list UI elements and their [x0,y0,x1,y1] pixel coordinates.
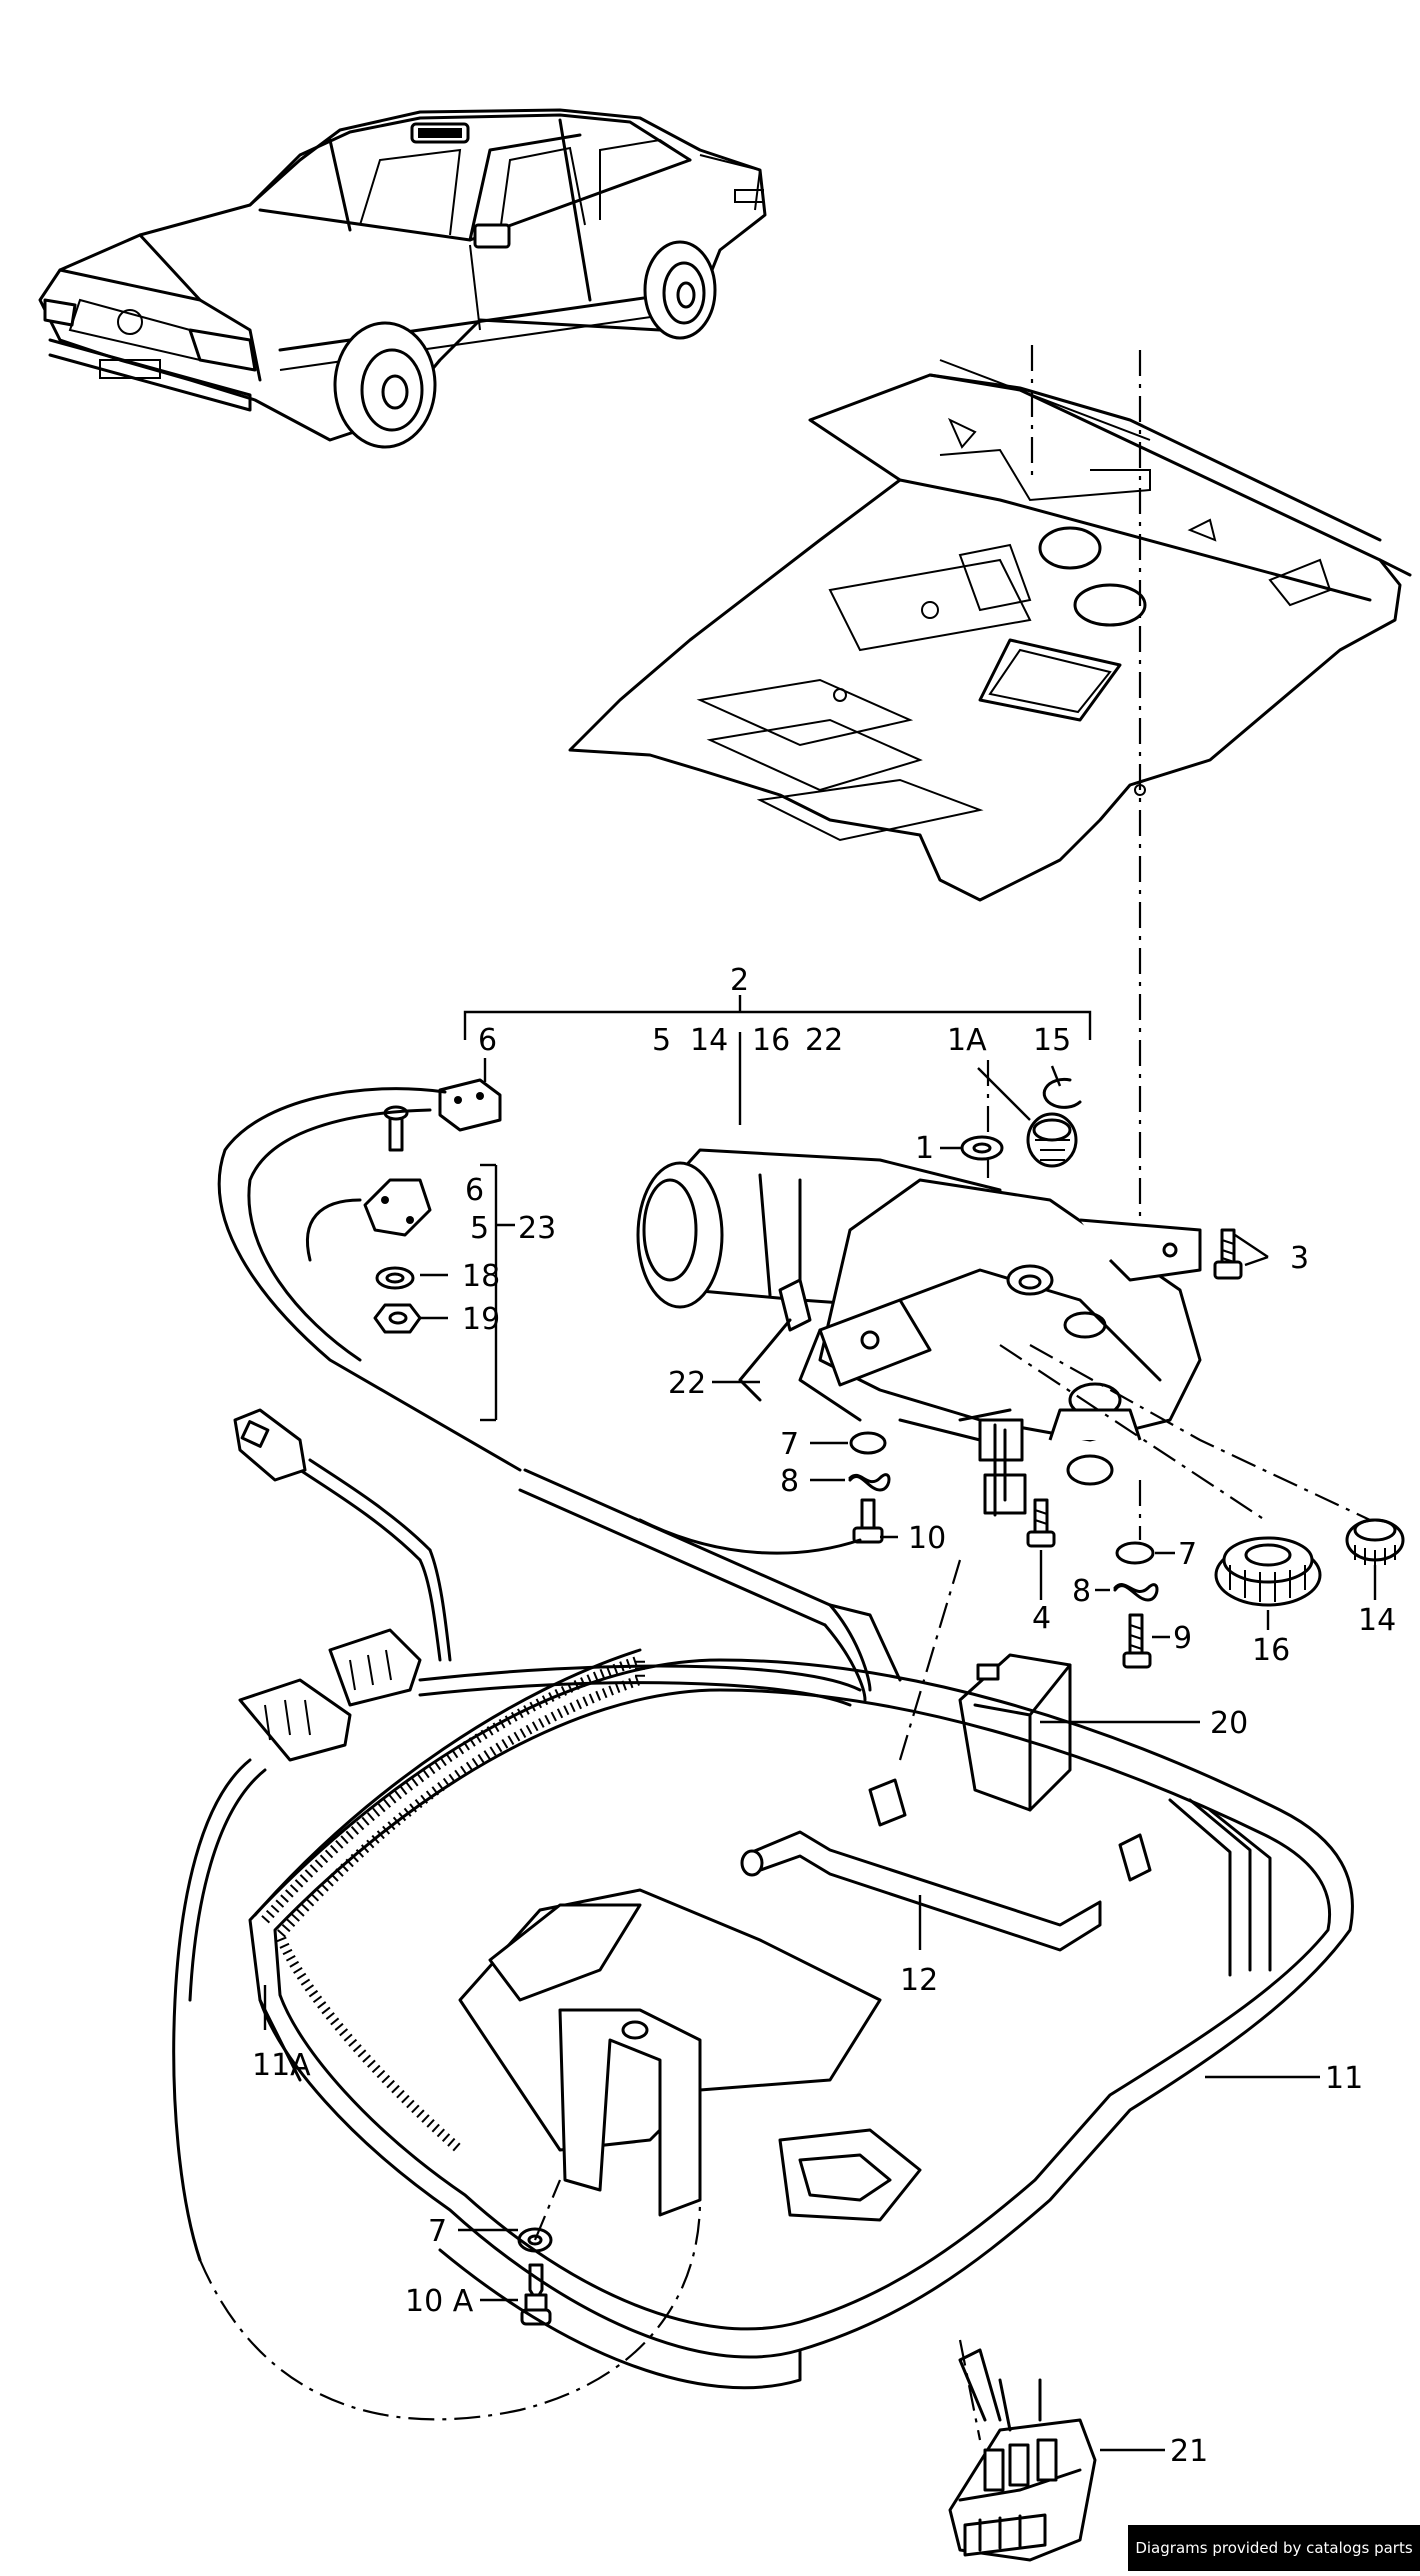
callout-22-mid: 22 [668,1366,706,1401]
screw-10A [520,2263,552,2326]
spring-washer-8-left [848,1473,891,1492]
callout-6-top: 6 [478,1023,497,1058]
callout-2: 2 [730,963,749,998]
spring-washer-8-right [1113,1583,1159,1602]
bracket-2 [463,995,1092,1125]
switch-21 [948,2348,1097,2562]
rod-end [740,1849,764,1877]
callout-1: 1 [915,1131,934,1166]
washer-hole [527,2234,543,2246]
callout-20: 20 [1210,1706,1248,1741]
callout-4: 4 [1032,1601,1051,1636]
screw-9 [1122,1613,1152,1669]
gear-1A [1026,1112,1078,1168]
assembly-line [198,2199,702,2421]
parts-group-23 [363,1105,432,1334]
clip-15 [1042,1077,1082,1109]
bolt-3 [1213,1228,1243,1280]
seal-11A-edge [253,1648,642,1917]
rod-12 [743,1830,1102,1952]
callout-11: 11 [1325,2061,1363,2096]
callout-14-top: 14 [690,1023,728,1058]
washer-7-right [1115,1541,1155,1565]
callout-14: 14 [1358,1603,1396,1638]
screw-10 [852,1498,884,1544]
callout-12: 12 [900,1963,938,1998]
clip [1118,1833,1152,1882]
callout-11A: 11A [252,2048,311,2083]
callout-9: 9 [1173,1621,1192,1656]
control-unit-20 [958,1653,1072,1812]
callout-18: 18 [462,1259,500,1294]
callout-19: 19 [462,1302,500,1337]
callout-5-top: 5 [652,1023,671,1058]
assembly-line [999,1344,1266,1521]
screw-4 [1026,1498,1056,1548]
callout-5-mid: 5 [470,1211,489,1246]
callout-7-left: 7 [780,1427,799,1462]
clip [868,1778,907,1827]
credit-badge: Diagrams provided by catalogs parts [1128,2525,1420,2571]
callout-15: 15 [1033,1023,1071,1058]
callout-16-top: 16 [752,1023,790,1058]
roof-panel [568,359,1412,902]
callout-8-right: 8 [1072,1574,1091,1609]
car-illustration [38,108,767,449]
washer-7-left [849,1431,887,1455]
washer-hole [972,1142,992,1154]
callout-10: 10 [908,1521,946,1556]
washer-1 [960,1135,1004,1161]
assembly-line [898,1559,962,1761]
assembly-line [533,2179,562,2241]
assembly-line [1029,1344,1371,1521]
callout-1A: 1A [947,1023,987,1058]
switch-6-top [438,1078,502,1132]
connector-plugs [233,1408,422,1762]
callout-16: 16 [1252,1633,1290,1668]
gear-14 [1345,1518,1405,1566]
callout-22-top: 22 [805,1023,843,1058]
leader-lines [263,1058,1377,2452]
frame-11 [248,1658,1354,2390]
callout-labels: 2 6 5 14 16 22 1A 15 1 3 6 5 23 18 19 22… [252,963,1396,2469]
callout-7-bottom: 7 [428,2214,447,2249]
gear-16 [1214,1536,1322,1607]
callout-8-left: 8 [780,1464,799,1499]
callout-23: 23 [518,1211,556,1246]
callout-7-right: 7 [1178,1537,1197,1572]
callout-3: 3 [1290,1241,1309,1276]
callout-21: 21 [1170,2434,1208,2469]
callout-6-mid: 6 [465,1173,484,1208]
callout-10A: 10 A [405,2284,474,2319]
motor-assembly [636,1148,1202,1517]
